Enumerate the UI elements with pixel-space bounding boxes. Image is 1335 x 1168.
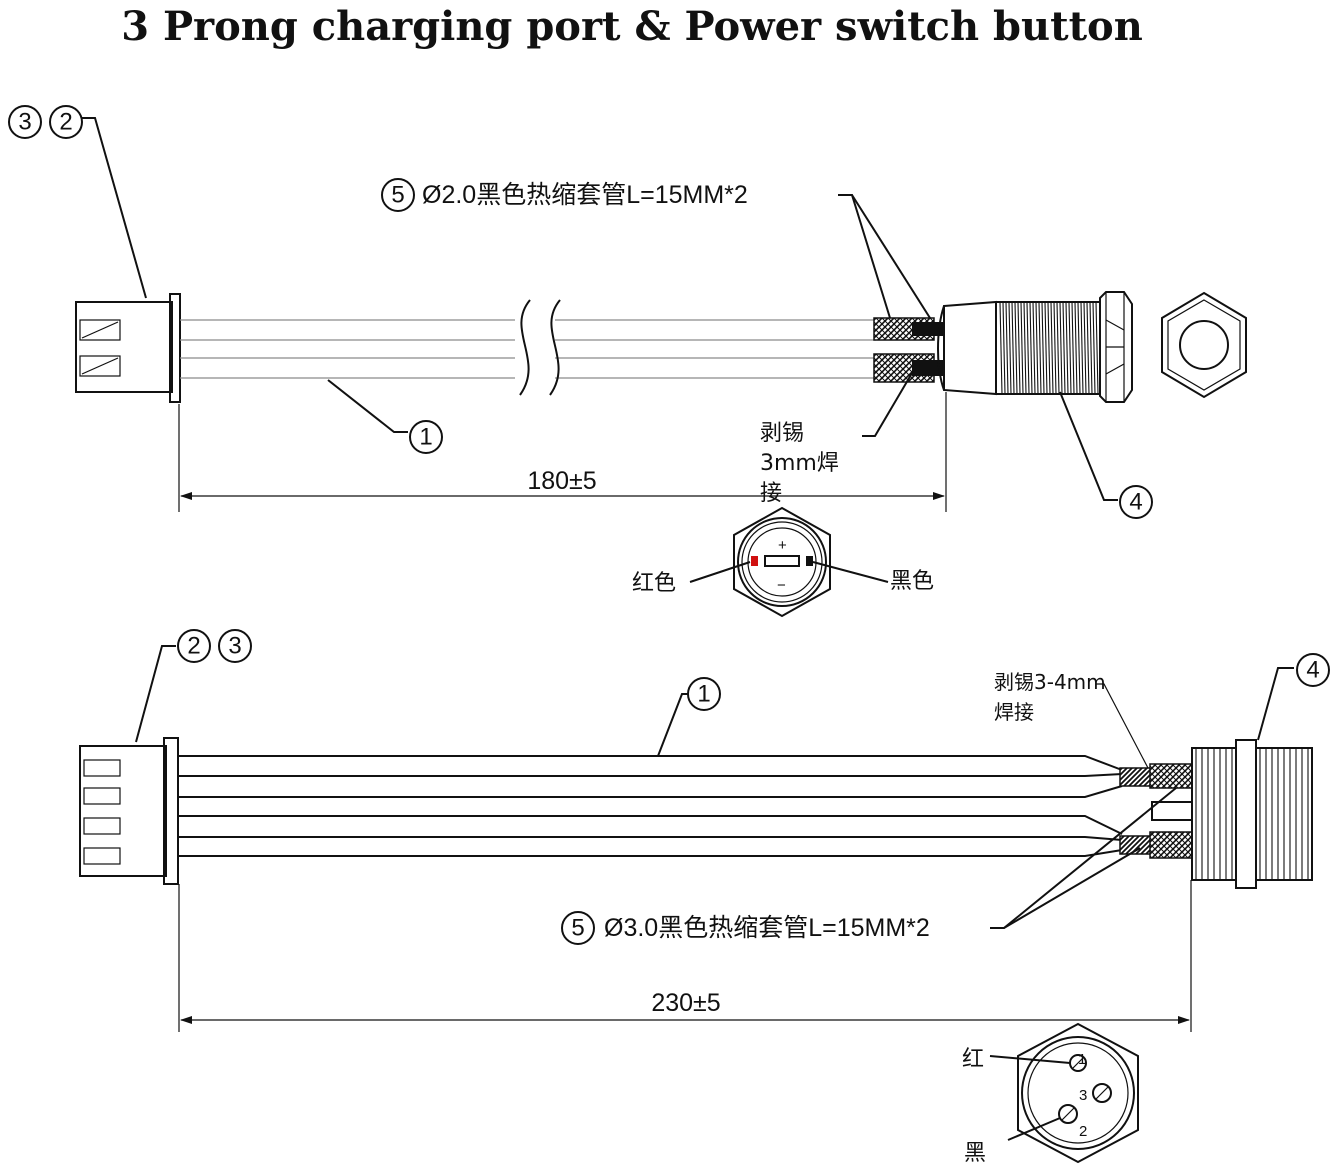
thread-line [1047,301,1051,395]
thread-line [1011,301,1015,395]
top-callout-5: 5 [391,182,404,209]
bottom-wire-callout: 1 [657,677,721,757]
thread-line [1065,301,1069,395]
thread-line [1026,301,1030,395]
top-sleeve-callout: 5 Ø2.0黑色热缩套管L=15MM*2 [381,178,931,319]
black-wire-label: 黑色 [890,569,934,594]
thread-line [1032,301,1036,395]
bottom-charging-port [1191,739,1313,889]
bottom-callout-2: 2 [187,633,200,660]
top-switch-face: + − 红色 黑色 [632,506,934,618]
thread-line [999,301,1003,395]
face-plus-sign: + [778,537,787,554]
thread-line [1086,301,1090,395]
thread-line [1017,301,1021,395]
bottom-callout-3: 3 [228,633,241,660]
black-pin-label: 黑 [964,1141,986,1166]
pin-1-label: 1 [1078,1051,1086,1068]
pin-2-hole [1058,1104,1078,1124]
thread-line [1095,301,1099,395]
thread-line [1041,301,1045,395]
top-switch-threads [999,301,1099,395]
thread-line [1089,301,1093,395]
thread-line [1074,301,1078,395]
black-terminal [806,556,813,566]
top-solder-line1: 剥锡 [760,421,804,446]
thread-line [1044,301,1048,395]
top-wire-callout: 1 [327,379,443,454]
bottom-diagram: 2 3 [79,629,1330,1166]
top-hex-nut [1161,291,1247,399]
thread-line [1005,301,1009,395]
top-switch-callout: 4 [1059,391,1153,519]
thread-line [1053,301,1057,395]
pin-3-hole [1092,1083,1112,1103]
thread-line [1035,301,1039,395]
thread-line [1038,301,1042,395]
top-heat-shrink [873,317,944,383]
port-threads-right [1259,748,1309,880]
top-power-switch [937,291,1133,403]
top-solder-note: 剥锡 3mm焊 接 [760,367,916,506]
top-callout-2: 2 [59,109,72,136]
thread-line [1014,301,1018,395]
red-terminal [751,556,758,566]
bottom-solder-note: 剥锡3-4mm 焊接 [994,670,1149,769]
bottom-sleeve-callout: 5 Ø3.0黑色热缩套管L=15MM*2 [561,787,1177,945]
thread-line [1056,301,1060,395]
thread-line [1059,301,1063,395]
pin-3-label: 3 [1079,1087,1087,1104]
bottom-heat-shrink [1119,763,1193,859]
thread-line [1083,301,1087,395]
thread-line [1092,301,1096,395]
top-solder-line2: 3mm焊 [760,451,839,476]
bottom-connector [79,737,179,885]
bottom-sleeve-spec: Ø3.0黑色热缩套管L=15MM*2 [604,914,930,942]
top-callout-4: 4 [1129,489,1142,516]
red-pin-label: 红 [962,1047,984,1072]
thread-line [1029,301,1033,395]
bottom-callout-4: 4 [1306,657,1319,684]
face-minus-sign: − [777,577,786,594]
bottom-callout-connector: 2 3 [135,629,252,743]
bottom-solder-line1: 剥锡3-4mm [994,670,1106,694]
top-sleeve-spec: Ø2.0黑色热缩套管L=15MM*2 [422,181,748,209]
top-connector [75,293,181,403]
top-callout-1: 1 [419,424,432,451]
thread-line [1077,301,1081,395]
top-solder-line3: 接 [760,481,782,506]
top-callout-3: 3 [18,109,31,136]
bottom-callout-5: 5 [571,915,584,942]
bottom-callout-1: 1 [697,681,710,708]
bottom-dimension-label: 230±5 [651,989,720,1017]
bottom-dimension: 230±5 [178,880,1192,1032]
thread-line [1068,301,1072,395]
diagram-title: 3 Prong charging port & Power switch but… [121,3,1143,50]
top-diagram: 3 2 [8,105,1247,618]
bottom-port-callout: 4 [1257,653,1330,741]
top-wires [180,299,876,396]
thread-line [1071,301,1075,395]
thread-line [1002,301,1006,395]
thread-line [1020,301,1024,395]
top-dimension-label: 180±5 [527,467,596,495]
bottom-wires [178,755,1123,857]
thread-line [1080,301,1084,395]
red-wire-label: 红色 [632,571,676,596]
top-callout-connector: 3 2 [8,105,147,299]
port-threads-left [1195,748,1233,880]
pin-2-label: 2 [1079,1123,1087,1140]
thread-line [1008,301,1012,395]
thread-line [1023,301,1027,395]
top-dimension: 180±5 [178,392,947,512]
thread-line [1050,301,1054,395]
bottom-port-face: 1 3 2 红 黑 [962,1022,1139,1166]
thread-line [1062,301,1066,395]
bottom-solder-line2: 焊接 [994,700,1034,724]
